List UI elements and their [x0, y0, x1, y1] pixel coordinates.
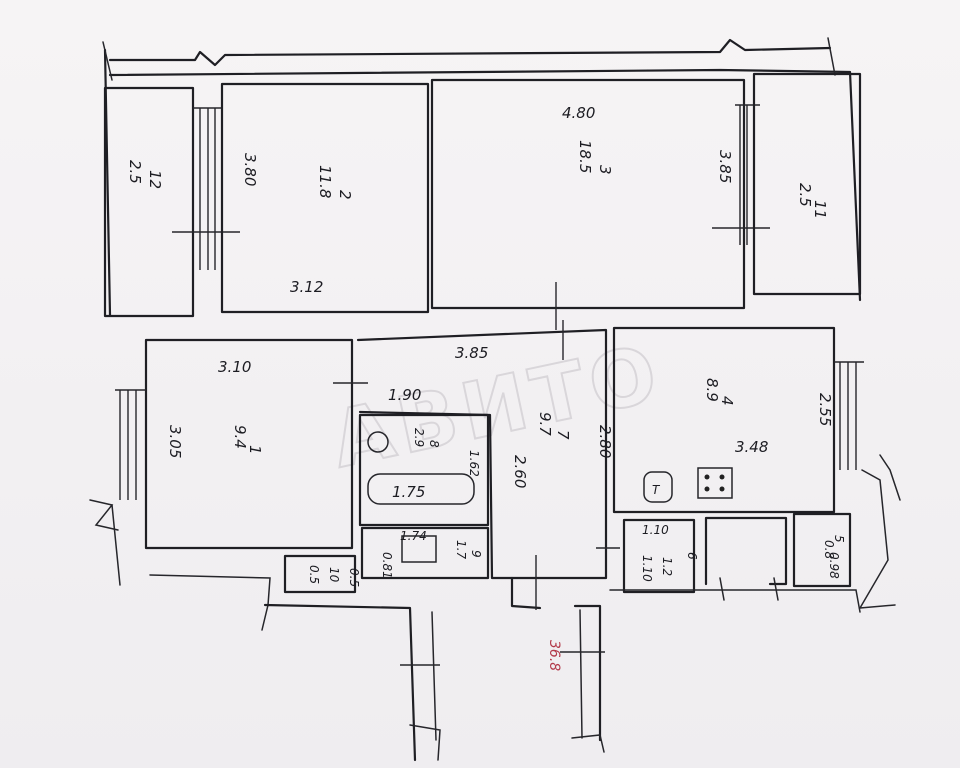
- room-11-area: 2.5: [796, 183, 814, 207]
- closet-6-width: 1.10: [642, 523, 669, 537]
- room-4-number: 4: [718, 396, 736, 406]
- hall-7-number: 7: [554, 430, 572, 440]
- room-3-area: 18.5: [576, 140, 594, 173]
- room-3-number: 3: [596, 165, 614, 175]
- closet-10-width: 0.5: [307, 565, 321, 584]
- room-3-width: 4.80: [562, 104, 595, 122]
- water-heater-label: T: [652, 483, 661, 497]
- room-3-height: 3.85: [716, 150, 734, 183]
- hall-7-area: 9.7: [536, 412, 554, 436]
- closet-6-area: 1.2: [660, 557, 674, 576]
- closet-6: 1.10 6 1.2 1.10: [622, 518, 699, 594]
- room-3: 4.80 3 18.5 3.85: [430, 78, 746, 330]
- room-1-number: 1: [246, 445, 264, 455]
- room-1-height: 3.05: [166, 425, 184, 458]
- closet-empty: [704, 516, 788, 601]
- bath-tub-length: 1.75: [392, 483, 425, 501]
- closet-10: 0.5 10 0.5: [283, 554, 361, 594]
- wc-9-depth: 0.81: [380, 552, 394, 579]
- room-1: 3.10 1 9.4 3.05: [144, 338, 354, 550]
- room-1-width: 3.10: [218, 358, 251, 376]
- closet-6-depth: 1.10: [640, 555, 654, 582]
- wc-9: 1.74 0.81 9 1.7: [360, 526, 490, 580]
- room-2-area: 11.8: [316, 165, 334, 198]
- room-1-area: 9.4: [231, 425, 249, 449]
- room-4-height: 2.55: [816, 393, 834, 426]
- closet-6-number: 6: [685, 552, 699, 560]
- bath-8-number: 8: [427, 440, 441, 448]
- lower-walls: [149, 555, 861, 762]
- wc-9-area: 1.7: [454, 540, 468, 559]
- hall-7-side-a: 2.60: [511, 455, 529, 488]
- outer-walls: [102, 37, 862, 317]
- red-annotation: 36.8: [546, 640, 562, 671]
- closet-5-width: 0.98: [827, 552, 841, 579]
- hall-7-span: 1.90: [388, 386, 421, 404]
- wc-9-number: 9: [469, 550, 483, 558]
- room-2: 2 11.8 3.80 3.12: [220, 82, 430, 314]
- room-4-area: 8.9: [703, 378, 721, 402]
- room-2-number: 2: [336, 190, 354, 200]
- bathroom-8: 1.75 8 2.9 1.62: [358, 413, 490, 527]
- room-2-height: 3.80: [241, 153, 259, 186]
- room-2-width: 3.12: [290, 278, 323, 296]
- room-4-width: 3.48: [735, 438, 768, 456]
- room-12-area: 2.5: [126, 160, 144, 184]
- closet-5-area: 0.8: [822, 540, 836, 559]
- window-12-2: [172, 107, 240, 270]
- bath-8-area: 2.9: [412, 428, 426, 447]
- hall-7-side-b: 2.80: [596, 425, 614, 458]
- closet-10-number: 10: [327, 567, 341, 583]
- window-room-4: [834, 361, 901, 609]
- watermark-text: АВИТО: [324, 328, 670, 486]
- room-11-number: 11: [811, 200, 829, 219]
- closet-5: 5 0.8 0.98: [792, 512, 852, 588]
- hall-7: 3.85 1.90 7 9.7 2.60 2.80: [333, 320, 620, 580]
- room-12-number: 12: [146, 170, 164, 189]
- room-4: 4 8.9 3.48 2.55 T: [612, 326, 836, 514]
- closet-10-area: 0.5: [347, 568, 361, 587]
- room-11: 11 2.5: [752, 72, 862, 296]
- window-room-1: [89, 389, 146, 586]
- room-12: 12 2.5: [103, 86, 195, 318]
- hall-7-width: 3.85: [455, 344, 488, 362]
- closet-5-number: 5: [832, 535, 846, 543]
- stove-icon: [697, 467, 733, 499]
- wc-9-width: 1.74: [400, 529, 427, 543]
- bath-8-depth: 1.62: [467, 450, 481, 477]
